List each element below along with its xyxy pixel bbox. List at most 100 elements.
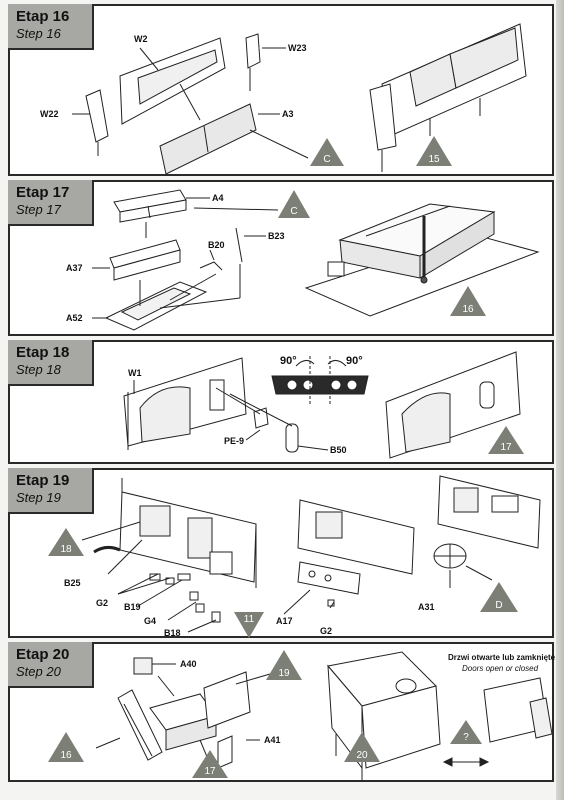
label-a31: A31 <box>418 602 435 612</box>
step-16-etap: Etap 16 <box>16 8 70 25</box>
label-a17: A17 <box>276 616 293 626</box>
triangle-16-text: 16 <box>60 750 72 761</box>
label-a37: A37 <box>66 263 83 273</box>
b50-part <box>285 423 299 453</box>
step-18-label: Etap 18 Step 18 <box>8 340 94 386</box>
step-16-step: Step 16 <box>16 26 61 41</box>
triangle-17-text: 17 <box>500 442 512 453</box>
triangle-question <box>450 720 482 744</box>
triangle-19 <box>266 650 302 680</box>
triangle-15-text: 15 <box>428 154 440 165</box>
step-17-step: Step 17 <box>16 202 61 217</box>
triangle-20-text: 20 <box>356 750 368 761</box>
step-18-step: Step 18 <box>16 362 61 377</box>
label-b19: B19 <box>124 602 141 612</box>
back-wall <box>203 671 251 729</box>
step-17-label: Etap 17 Step 17 <box>8 180 94 226</box>
b20-part <box>199 261 223 271</box>
b23-rod <box>235 227 243 263</box>
doors-note-en: Doors open or closed <box>462 664 539 673</box>
panel-g4 <box>209 551 233 575</box>
triangle-ref-17 <box>488 426 524 454</box>
step-17-panel: Etap 17 Step 17 <box>8 180 554 336</box>
triangle-c <box>278 190 310 218</box>
step-17-illustration: A4 B20 B23 A37 A52 C 16 <box>66 189 540 331</box>
b25-part <box>93 545 121 554</box>
triangle-20 <box>344 732 380 762</box>
step-19-panel: Etap 19 Step 19 <box>8 468 554 638</box>
label-pe9: PE-9 <box>224 436 244 446</box>
triangle-c <box>310 138 344 166</box>
triangle-19-text: 19 <box>278 668 290 679</box>
triangle-d-text: D <box>495 600 502 611</box>
assembled-sofa-side <box>369 83 397 151</box>
side-wall-left <box>117 689 163 761</box>
cabinet-wall-right <box>437 475 541 549</box>
g2-part-1 <box>149 573 161 581</box>
w23-part <box>245 33 261 69</box>
label-a52: A52 <box>66 313 83 323</box>
label-w1: W1 <box>128 368 142 378</box>
label-b50: B50 <box>330 445 347 455</box>
step-20-illustration: A40 A41 Drzwi otwarte lub zamknięte Door… <box>48 650 556 780</box>
triangle-16 <box>48 732 84 762</box>
step-17-etap: Etap 17 <box>16 184 70 201</box>
triangle-ref-16 <box>450 286 486 316</box>
b18-part <box>211 611 221 623</box>
label-a3: A3 <box>282 109 294 119</box>
label-g2: G2 <box>96 598 108 608</box>
step-20-etap: Etap 20 <box>16 646 70 663</box>
triangle-question-text: ? <box>463 732 469 743</box>
triangle-d <box>480 582 518 612</box>
step-20-panel: Etap 20 Step 20 <box>8 642 556 782</box>
triangle-11 <box>234 612 264 638</box>
triangle-ref-15 <box>416 136 452 166</box>
triangle-17-text: 17 <box>204 766 216 777</box>
triangle-from-18 <box>48 528 84 556</box>
step-19-label: Etap 19 Step 19 <box>8 468 94 514</box>
label-a41: A41 <box>264 735 281 745</box>
label-b23: B23 <box>268 231 285 241</box>
a40-part <box>133 657 153 675</box>
a41-door <box>217 735 233 769</box>
step-19-etap: Etap 19 <box>16 472 70 489</box>
label-b25: B25 <box>64 578 81 588</box>
label-deg-left: 90° <box>280 355 297 367</box>
assembled-stove <box>327 261 345 277</box>
label-w22: W22 <box>40 109 59 119</box>
step-16-illustration: W2 W23 W22 A3 C 15 <box>40 23 527 175</box>
label-b20: B20 <box>208 240 225 250</box>
step-18-illustration: 90° 90° W1 PE-9 B50 17 <box>123 351 524 459</box>
label-deg-right: 90° <box>346 355 363 367</box>
label-b18: B18 <box>164 628 181 638</box>
w22-part <box>85 89 109 143</box>
label-w23: W23 <box>288 43 307 53</box>
w1-window <box>209 379 225 411</box>
g4-part-1 <box>189 591 199 601</box>
label-g2-right: G2 <box>320 626 332 636</box>
page-edge <box>556 0 564 800</box>
step-19-step: Step 19 <box>16 490 61 505</box>
label-a40: A40 <box>180 659 197 669</box>
w2-window <box>137 49 218 105</box>
triangle-11-text: 11 <box>244 614 255 625</box>
b19-part <box>177 573 191 581</box>
step-20-label: Etap 20 Step 20 <box>8 642 94 688</box>
triangle-17 <box>192 750 228 778</box>
step-18-panel: Etap 18 Step 18 <box>8 340 554 464</box>
step-18-etap: Etap 18 <box>16 344 70 361</box>
g4-part-2 <box>195 603 205 613</box>
cabinet-wall-middle <box>297 499 415 575</box>
label-a4: A4 <box>212 193 224 203</box>
step-19-illustration: B25 G2 B19 G4 B18 A17 G2 A31 18 11 D <box>48 475 541 638</box>
label-w2: W2 <box>134 34 148 44</box>
doors-note-pl: Drzwi otwarte lub zamknięte <box>448 653 556 662</box>
pe9-part <box>253 407 269 429</box>
triangle-c-text: C <box>290 206 297 217</box>
step-20-step: Step 20 <box>16 664 61 679</box>
a3-seat <box>159 103 257 175</box>
label-g4: G4 <box>144 616 156 626</box>
step-16-label: Etap 16 Step 16 <box>8 4 94 50</box>
triangle-18-text: 18 <box>60 544 72 555</box>
step-16-panel: Etap 16 Step 16 <box>8 4 554 176</box>
